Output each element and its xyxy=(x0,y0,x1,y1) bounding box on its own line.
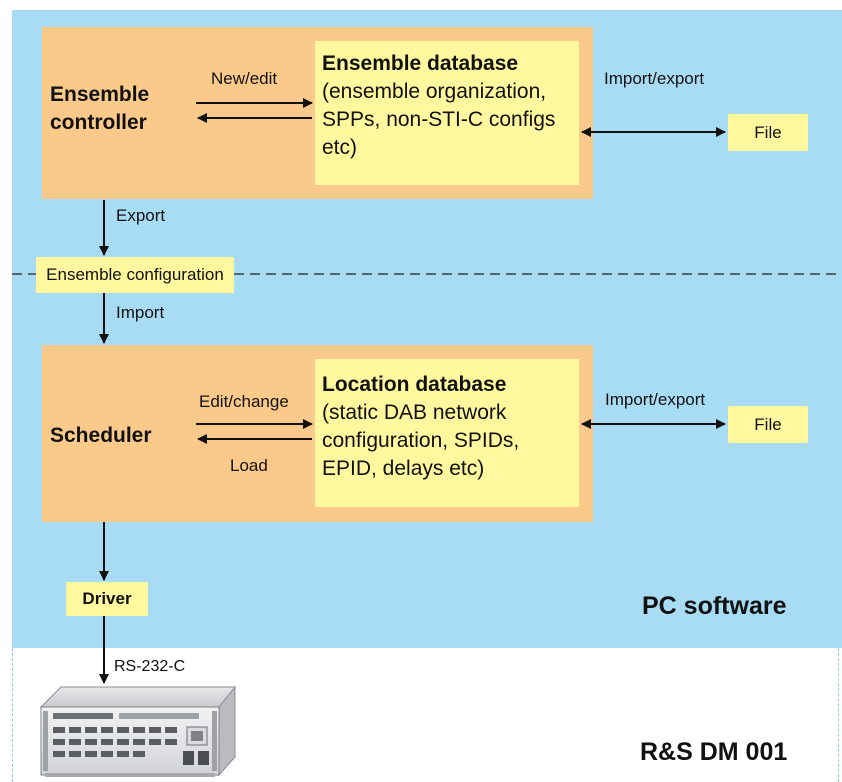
scheduler-import-export-label: Import/export xyxy=(605,390,706,409)
location-database-line3: EPID, delays etc) xyxy=(322,457,485,480)
scheduler-label: Scheduler xyxy=(50,424,152,447)
ensemble-database-text: Ensemble database (ensemble organization… xyxy=(322,50,555,162)
hardware-region-right-border xyxy=(838,648,839,782)
scheduler-file-box: File xyxy=(728,406,808,443)
ensemble-database-box xyxy=(315,41,579,185)
pc-software-label: PC software xyxy=(642,592,787,620)
location-database-title: Location database xyxy=(322,373,507,396)
rs232-label: RS-232-C xyxy=(114,658,186,675)
location-database-text: Location database (static DAB network co… xyxy=(322,371,519,483)
location-database-box xyxy=(315,359,579,507)
dm001-device-image xyxy=(39,685,237,777)
ensemble-database-line1: (ensemble organization, xyxy=(322,80,547,103)
export-label: Export xyxy=(116,206,166,225)
device-name-label: R&S DM 001 xyxy=(640,738,788,766)
import-label: Import xyxy=(116,303,165,322)
ensemble-import-export-label: Import/export xyxy=(604,69,705,88)
location-database-line2: configuration, SPIDs, xyxy=(322,429,520,452)
new-edit-label: New/edit xyxy=(211,69,278,88)
ensemble-controller-line1: Ensemble xyxy=(50,83,150,106)
ensemble-controller-label: Ensemble controller xyxy=(50,81,149,137)
ensemble-configuration-box: Ensemble configuration xyxy=(36,257,234,293)
ensemble-database-line2: SPPs, non-STI-C configs xyxy=(322,108,556,131)
ensemble-file-box: File xyxy=(728,114,808,151)
ensemble-controller-line2: controller xyxy=(50,111,147,134)
edit-change-label: Edit/change xyxy=(199,392,289,411)
load-label: Load xyxy=(230,456,268,475)
ensemble-database-line3: etc) xyxy=(322,136,358,159)
location-database-line1: (static DAB network xyxy=(322,401,507,424)
ensemble-database-title: Ensemble database xyxy=(322,52,519,75)
hardware-region-left-border xyxy=(12,648,13,782)
driver-box: Driver xyxy=(66,582,148,616)
